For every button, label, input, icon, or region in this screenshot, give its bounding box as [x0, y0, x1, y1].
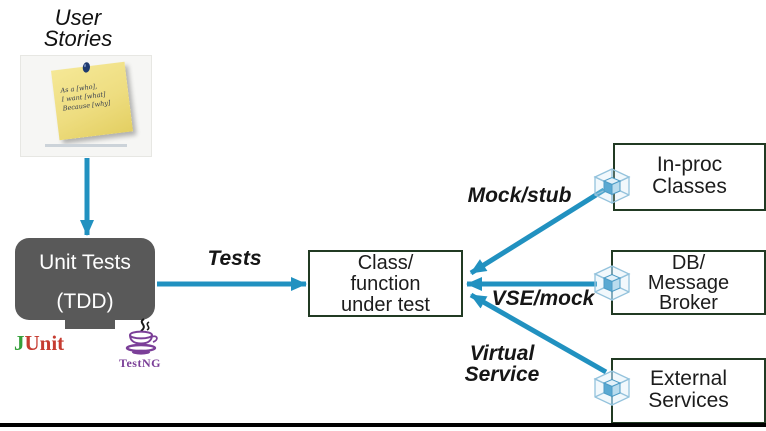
user-story-photo: As a [who], I want [what] Because [why] — [20, 55, 152, 157]
arrow-mock-stub — [469, 187, 606, 276]
java-cup-icon — [125, 318, 158, 355]
unit-tests-box: Unit Tests (TDD) — [15, 238, 155, 320]
user-stories-line2: Stories — [43, 26, 113, 51]
pushpin-icon — [82, 62, 90, 73]
arrow-virtual-service — [469, 292, 608, 375]
db-message-broker-box: DB/ Message Broker — [611, 250, 766, 315]
unit-tests-line1: Unit Tests — [39, 251, 131, 274]
class-box-line: function — [350, 273, 421, 295]
user-stories-line1: User — [54, 5, 102, 30]
dep-box-line: In-proc — [656, 153, 723, 176]
component-cube-icon — [588, 364, 636, 412]
testng-logo-text: TestNG — [119, 356, 161, 370]
sticky-note: As a [who], I want [what] Because [why] — [51, 61, 133, 141]
virtual-service-line: Virtual — [469, 342, 535, 365]
class-under-test-box: Class/ function under test — [308, 250, 463, 317]
external-services-box: External Services — [611, 358, 766, 424]
virtual-service-label: Virtual Service — [453, 343, 551, 385]
junit-logo: JUnit — [14, 331, 64, 356]
component-cube-icon — [588, 162, 636, 210]
vse-mock-label: VSE/mock — [491, 287, 595, 310]
photo-caption-line — [45, 144, 127, 147]
junit-logo-j: J — [14, 331, 25, 355]
dep-box-line: DB/ — [671, 252, 706, 274]
dep-box-line: Classes — [652, 175, 727, 198]
dep-box-line: Broker — [659, 292, 718, 314]
class-box-line: under test — [341, 294, 430, 316]
dep-box-line: Services — [648, 389, 729, 412]
slide-bottom-border — [0, 423, 766, 427]
unit-tests-box-tab — [65, 318, 115, 329]
class-box-line: Class/ — [357, 252, 414, 274]
unit-tests-line2: (TDD) — [56, 290, 114, 313]
mock-stub-label: Mock/stub — [467, 184, 572, 207]
tests-label: Tests — [207, 247, 262, 270]
virtual-service-line: Service — [464, 363, 540, 386]
junit-logo-text: Unit — [24, 331, 65, 355]
dep-box-line: Message — [647, 272, 730, 294]
dep-box-line: External — [649, 367, 728, 390]
user-stories-label: User Stories — [28, 5, 128, 51]
